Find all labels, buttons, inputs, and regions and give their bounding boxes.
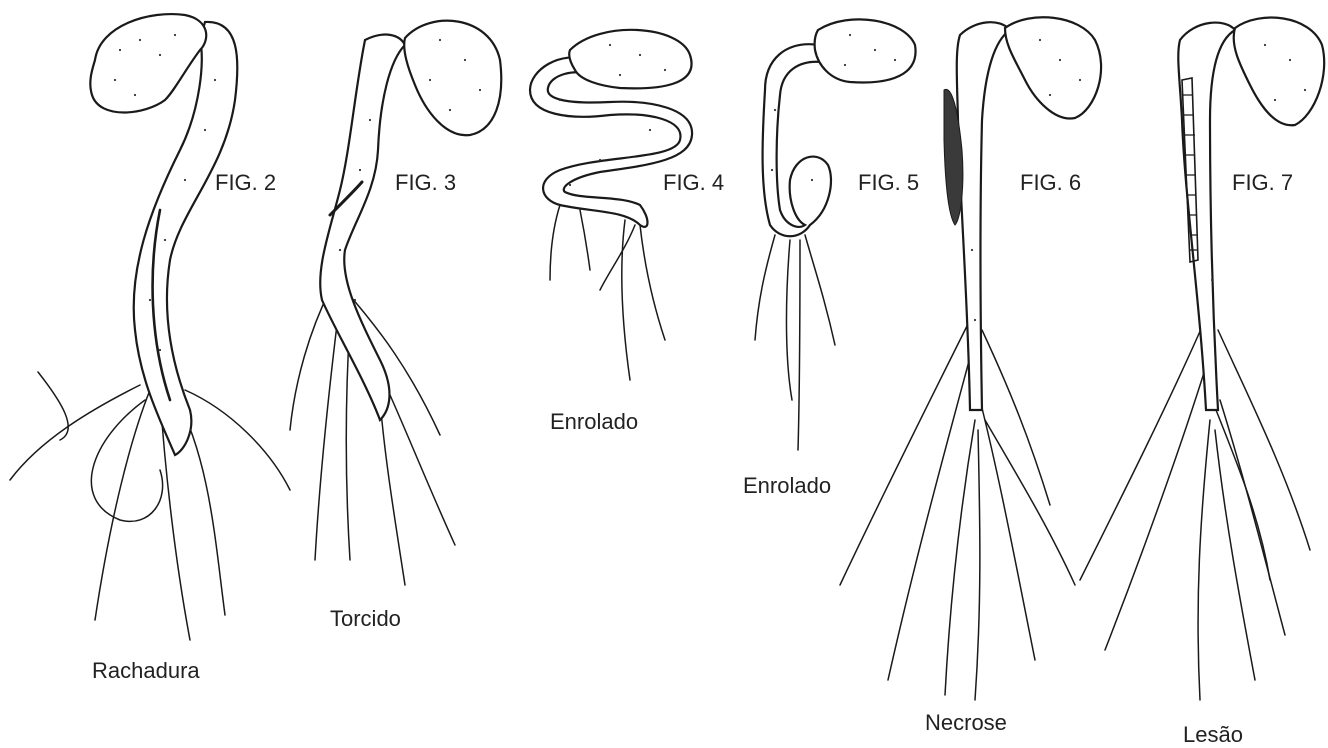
root [805, 235, 835, 345]
caption: Rachadura [92, 658, 200, 683]
cotyledon [569, 30, 691, 89]
root [945, 420, 975, 695]
fig-label: FIG. 4 [663, 170, 724, 195]
root [1080, 320, 1205, 580]
root [315, 300, 340, 560]
seedling-fig-4: FIG. 4 Enrolado [530, 30, 724, 434]
root [95, 390, 150, 620]
seedling-fig-7: FIG. 7 Lesão [1080, 18, 1324, 747]
cotyledon [815, 19, 916, 82]
fig-label: FIG. 5 [858, 170, 919, 195]
root [580, 210, 590, 270]
caption: Lesão [1183, 722, 1243, 747]
root [550, 205, 560, 280]
seedling-fig-2: FIG. 2 Rachadura [10, 14, 290, 683]
hypocotyl [763, 44, 831, 236]
cotyledon [1005, 17, 1101, 118]
fig-label: FIG. 3 [395, 170, 456, 195]
root [1198, 420, 1210, 700]
root [390, 395, 455, 545]
cotyledon [1234, 18, 1325, 126]
root [380, 400, 405, 585]
hypocotyl [957, 22, 1010, 410]
caption: Enrolado [550, 409, 638, 434]
root [185, 390, 290, 490]
root [798, 240, 800, 450]
cotyledon [404, 21, 501, 136]
root [975, 430, 980, 700]
root [600, 225, 635, 290]
root [290, 290, 330, 430]
root [640, 225, 665, 340]
hypocotyl [1178, 23, 1235, 410]
caption: Enrolado [743, 473, 831, 498]
root [10, 385, 140, 480]
caption: Torcido [330, 606, 401, 631]
cotyledon [90, 14, 206, 112]
root [786, 240, 792, 400]
root [840, 320, 970, 585]
seedling-fig-6: FIG. 6 Necrose [840, 17, 1101, 735]
caption: Necrose [925, 710, 1007, 735]
root [1216, 410, 1270, 580]
fig-label: FIG. 7 [1232, 170, 1293, 195]
seedling-fig-3: FIG. 3 Torcido [290, 21, 501, 631]
root [982, 330, 1050, 505]
root [1215, 430, 1255, 680]
seedling-fig-5: FIG. 5 Enrolado [743, 19, 919, 498]
root [1220, 400, 1285, 635]
root [755, 235, 775, 340]
root [1105, 360, 1208, 650]
fig-label: FIG. 2 [215, 170, 276, 195]
fig-label: FIG. 6 [1020, 170, 1081, 195]
root [980, 400, 1035, 660]
